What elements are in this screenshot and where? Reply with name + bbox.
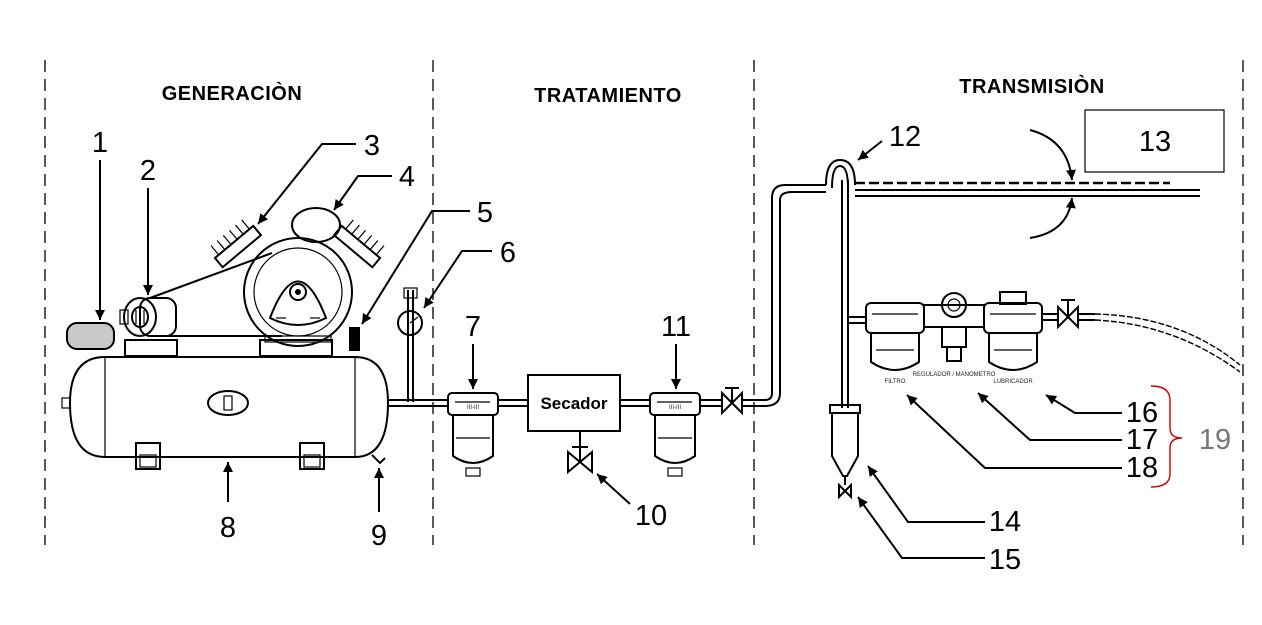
callout-3: 3 — [364, 130, 380, 162]
callout-2: 2 — [140, 155, 156, 187]
frl-regulator-label: REGULADOR / MANOMETRO — [913, 372, 996, 378]
callout-1: 1 — [92, 127, 108, 159]
pre-filter: III-III — [447, 392, 499, 477]
section-dividers — [44, 60, 1244, 545]
callout-6: 6 — [500, 237, 516, 269]
dryer-label: Secador — [540, 394, 607, 413]
tank-drain-valve — [371, 454, 386, 465]
dryer-drain-valve[interactable] — [567, 431, 593, 475]
distribution-line — [855, 181, 1200, 197]
frl-lubricator — [983, 302, 1043, 334]
flow-arrow-down — [1029, 129, 1076, 181]
callout-10: 10 — [635, 500, 667, 532]
frl-unit: FILTRO REGULADOR / MANOMETRO LUBRICADOR — [865, 291, 1043, 385]
gooseneck-tap — [825, 158, 856, 408]
frl-filter — [865, 302, 925, 334]
callout-18: 18 — [1126, 452, 1158, 484]
callout-8: 8 — [220, 512, 236, 544]
air-compressor — [210, 219, 385, 347]
callout-4: 4 — [399, 161, 415, 193]
section-title-treatment: TRATAMIENTO — [534, 85, 682, 107]
after-filter: III-III — [649, 392, 701, 477]
frl-filter-label: FILTRO — [885, 379, 906, 385]
svg-text:III-III: III-III — [669, 405, 681, 411]
main-shutoff-valve[interactable] — [721, 387, 743, 416]
electrical-control-box — [66, 322, 115, 350]
callouts: 1 2 3 4 5 6 7 8 9 10 11 12 14 — [92, 121, 1231, 576]
air-hose — [1094, 313, 1241, 373]
callout-5: 5 — [477, 197, 493, 229]
frl-branch-line — [848, 316, 866, 324]
section-title-transmission: TRANSMISIÒN — [959, 74, 1105, 98]
pressure-gauge — [397, 287, 423, 402]
air-dryer[interactable]: Secador — [527, 374, 621, 432]
condensate-drain-valve[interactable] — [838, 482, 852, 500]
condensate-collector — [829, 404, 861, 485]
callout-7: 7 — [465, 311, 481, 343]
callout-17: 17 — [1126, 424, 1158, 456]
frl-lubricator-label: LUBRICADOR — [993, 379, 1033, 385]
callout-15: 15 — [989, 544, 1021, 576]
group-bracket — [1150, 385, 1183, 488]
outlet-valve[interactable] — [1057, 304, 1079, 330]
drive-belt — [149, 252, 282, 337]
pressure-switch — [349, 327, 360, 351]
consumer-box — [1084, 109, 1225, 173]
electric-motor — [119, 297, 177, 337]
callout-16: 16 — [1126, 397, 1158, 429]
callout-9: 9 — [371, 520, 387, 552]
intake-air-filter — [291, 207, 341, 243]
callout-14: 14 — [989, 506, 1021, 538]
air-tank — [61, 339, 390, 470]
callout-12: 12 — [889, 121, 921, 153]
section-title-generation: GENERACIÒN — [162, 81, 303, 105]
callout-19: 19 — [1199, 424, 1231, 456]
callout-11: 11 — [661, 311, 691, 343]
flow-arrow-up — [1029, 197, 1076, 239]
callout-13: 13 — [1139, 126, 1171, 158]
frl-outlet — [1042, 299, 1095, 330]
svg-text:III-III: III-III — [467, 405, 479, 411]
main-air-line — [388, 184, 826, 407]
